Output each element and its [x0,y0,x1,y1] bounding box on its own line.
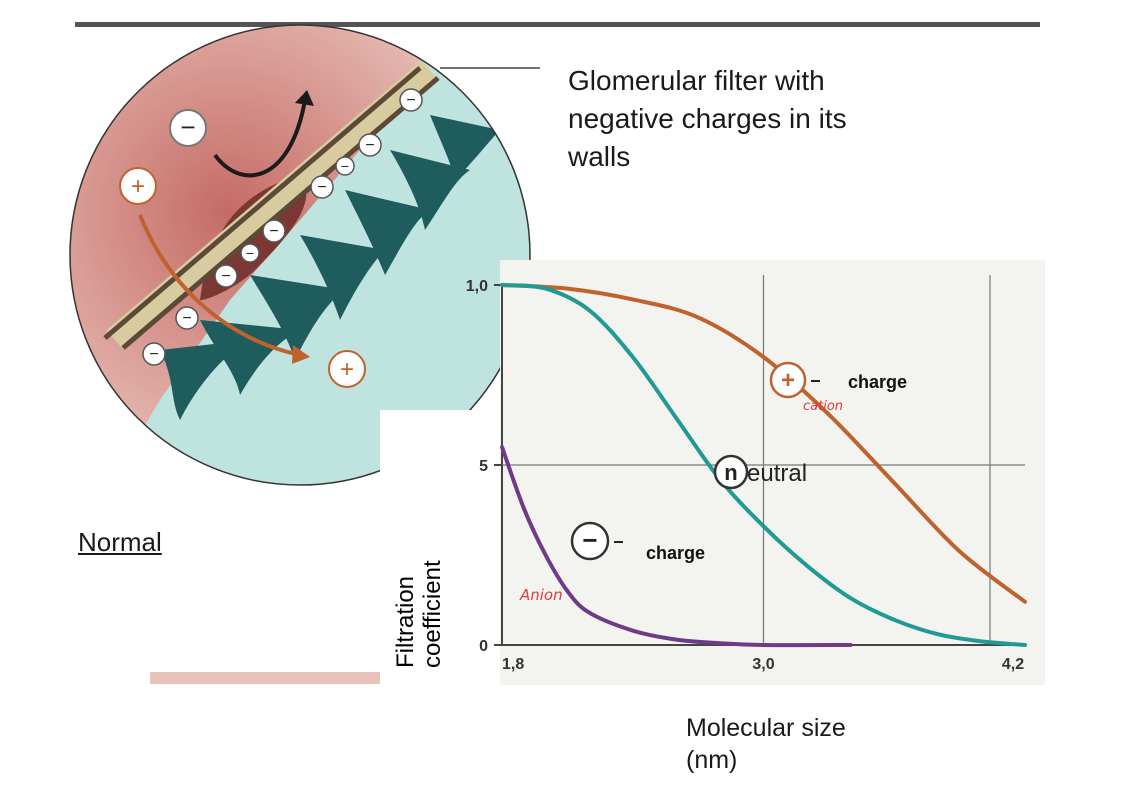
filter-caption-line: walls [568,141,631,172]
filter-caption: Glomerular filter with negative charges … [568,62,988,176]
charge-symbol: − [180,112,195,142]
y-axis-label-line: Filtration [392,575,419,668]
x-axis-label-line: Molecular size [686,714,846,742]
cation-symbol-icon [769,361,807,399]
anion-series-label: charge [646,543,705,563]
neutral-symbol: n [724,460,737,485]
wall-charges: − − − − − − − − − [142,88,423,366]
svg-text:−: − [406,92,415,109]
positive-charge-icon [328,350,366,388]
x-tick-label: 4,2 [1002,656,1024,673]
neutral-series-label: eutral [747,460,807,487]
cation-series-label: charge [848,372,907,392]
anion-symbol: − [582,525,597,555]
filter-caption-line: negative charges in its [568,103,847,134]
chart-grid [502,275,1025,645]
positive-charge-icon [119,167,157,205]
anion-symbol-icon [570,521,610,561]
svg-text:−: − [269,223,278,240]
anion-curve [500,445,853,648]
svg-text:−: − [182,310,191,327]
svg-text:−: − [365,137,374,154]
chart-series-labels: + charge cation n eutral − charge Anion [519,361,907,604]
anion-note: Anion [519,586,563,604]
y-axis-label: Filtration coefficient [392,428,446,668]
normal-label: Normal [78,527,162,557]
filter-caption-line: Glomerular filter with [568,65,825,96]
svg-text:−: − [221,268,230,285]
x-tick-label: 3,0 [752,656,774,673]
x-axis-label: Molecular size (nm) [686,712,906,776]
chart-series [500,283,1027,648]
x-axis-label-line: (nm) [686,746,738,774]
charge-markers: − + + − − − − − − − − − [119,88,423,388]
cation-curve [500,283,1027,604]
svg-text:−: − [246,245,254,261]
svg-text:−: − [317,179,326,196]
cation-symbol: + [781,367,795,394]
negative-charge-icon [169,109,207,147]
cation-note: cation [803,399,843,414]
repel-arrow [213,99,307,178]
neutral-symbol-icon [713,454,749,490]
svg-text:−: − [341,158,349,174]
x-tick-label: 1,8 [502,656,524,673]
pass-arrow [138,214,301,357]
y-tick-label: 0 [479,638,488,655]
charge-symbol: + [340,356,354,383]
y-tick-label: 1,0 [466,278,488,295]
svg-text:−: − [149,346,158,363]
y-tick-label: 5 [479,458,488,475]
top-divider [75,22,1040,27]
chart-tick-labels: 1,0 5 0 1,8 3,0 4,2 [466,278,1024,673]
charge-symbol: + [131,173,145,200]
y-axis-label-line: coefficient [419,560,446,668]
